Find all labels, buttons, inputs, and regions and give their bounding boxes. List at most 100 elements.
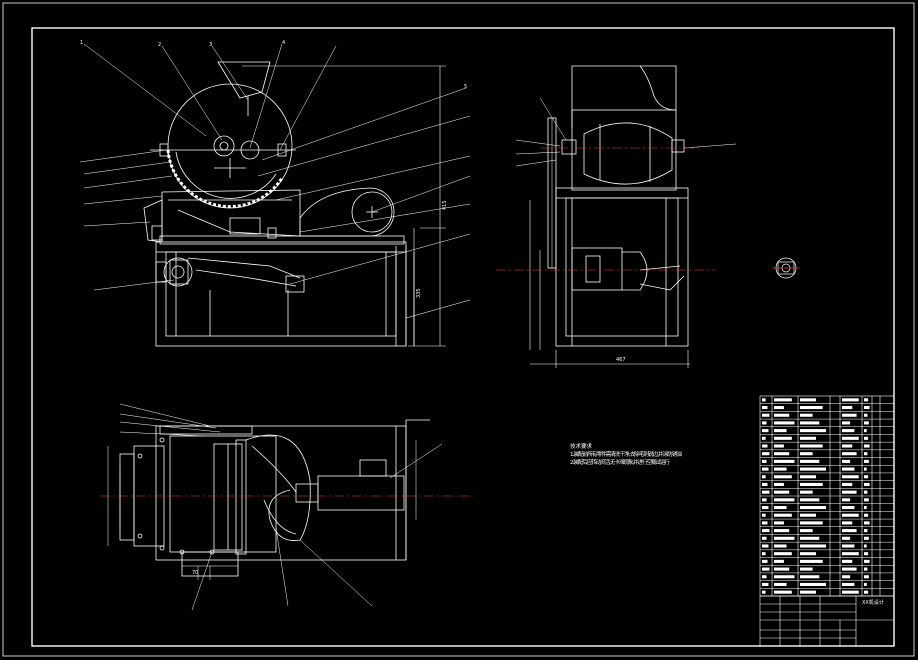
parts-list-cell-mark [864,436,869,440]
parts-list-cell-mark [774,559,784,563]
parts-list-cell-mark [864,506,867,510]
parts-list-cell-mark [864,482,870,486]
parts-list-cell-mark [842,475,859,479]
parts-list-cell-mark [800,552,816,556]
parts-list-cell-mark [842,452,857,456]
parts-list-cell-mark [774,475,792,479]
parts-list-cell-mark [762,552,766,556]
parts-list-cell-mark [800,521,823,525]
parts-list-cell-mark [762,498,767,502]
parts-list-cell-mark [864,567,868,571]
parts-list-cell-mark [762,398,766,402]
parts-list-cell-mark [800,536,820,540]
tech-note-1: 1.装配前所有零件需清洗干净,去除毛刺锐边,并涂防锈油 [570,450,682,458]
parts-list-cell-mark [762,575,767,579]
parts-list-cell-mark [842,552,859,556]
parts-list-cell-mark [762,452,770,456]
parts-list-cell-mark [864,536,869,540]
parts-list-cell-mark [762,459,767,463]
parts-list-cell-mark [800,452,813,456]
technical-notes: 技术要求 1.装配前所有零件需清洗干净,去除毛刺锐边,并涂防锈油 2.装配后应转… [570,442,682,466]
parts-list-cell-mark [774,421,795,425]
parts-list-cell-mark [864,521,870,525]
parts-list-cell-mark [842,444,853,448]
parts-list-cell-mark [864,575,869,579]
parts-list-cell-mark [774,575,795,579]
parts-list-cell-mark [842,459,851,463]
parts-list-cell-mark [864,544,867,548]
parts-list-cell-mark [842,467,855,471]
parts-list-cell-mark [864,498,869,502]
parts-list-cell-mark [842,575,851,579]
parts-list-cell-mark [774,536,795,540]
title-block-title: XX机设计 [862,599,884,606]
parts-list-cell-mark [762,590,766,594]
side-view-center-lines [496,147,716,271]
parts-list-cell-mark [842,529,857,533]
front-view-leaders [79,43,471,291]
parts-list-cell-mark [842,490,857,494]
dimension-70: 70 [192,570,198,576]
parts-list-cell-mark [762,436,766,440]
parts-list-cell-mark [762,429,769,433]
parts-list-cell-mark [864,529,868,533]
parts-list-cell-mark [842,429,855,433]
parts-list-cell-mark [774,398,792,402]
parts-list-cell-mark [762,513,766,517]
part-label-4: 4 [282,40,285,46]
parts-list-cell-mark [800,413,813,417]
side-view [515,65,737,368]
parts-list-cell-mark [762,413,770,417]
parts-list-cell-mark [842,567,857,571]
parts-list-cell-mark [762,475,766,479]
section-detail [772,257,800,279]
parts-list-cell-mark [800,467,827,471]
parts-list-cell-mark [762,536,767,540]
parts-list-cell-mark [774,582,787,586]
parts-list-cell-mark [842,559,853,563]
front-view-part-labels: 1 2 3 4 5 415 335 [80,40,467,298]
parts-list-cell-mark [842,506,855,510]
parts-list-cell-mark [774,482,784,486]
part-label-5: 5 [464,84,467,90]
parts-list-cell-mark [800,436,816,440]
parts-list-cell-mark [762,521,768,525]
parts-list-cell-mark [800,459,820,463]
parts-list-cell-mark [800,406,823,410]
part-label-2: 2 [158,42,161,48]
parts-list-cell-mark [774,521,784,525]
parts-list-cell-mark [842,413,857,417]
dimension-335: 335 [416,288,422,298]
parts-list-cell-mark [762,482,768,486]
parts-list-cell-mark [842,544,855,548]
parts-list-text-marks [762,398,870,594]
parts-list-cell-mark [864,398,869,402]
parts-list-cell-mark [864,413,868,417]
parts-list-cell-mark [774,552,792,556]
parts-list-cell-mark [800,529,813,533]
tech-notes-title: 技术要求 [570,442,593,450]
dimension-467: 467 [616,357,626,363]
parts-list-cell-mark [774,459,795,463]
parts-list-cell-mark [800,513,816,517]
parts-list-cell-mark [800,444,823,448]
parts-list-cell-mark [800,490,813,494]
parts-list-cell-mark [864,490,868,494]
parts-list-cell-mark [774,506,787,510]
parts-list-cell-mark [762,506,769,510]
parts-list-cell-mark [762,406,768,410]
parts-list-cell-mark [842,436,859,440]
parts-list-cell-mark [774,452,790,456]
parts-list-cell-mark [864,406,870,410]
parts-list-cell-mark [800,575,820,579]
parts-list-cell-mark [864,559,870,563]
parts-list-cell-mark [800,567,813,571]
parts-list-cell-mark [842,421,851,425]
parts-list-cell-mark [864,429,867,433]
front-view [143,61,471,347]
parts-list-cell-mark [762,582,769,586]
parts-list-cell-mark [800,506,827,510]
parts-list-cell-mark [774,544,787,548]
parts-list-cell-mark [864,421,869,425]
